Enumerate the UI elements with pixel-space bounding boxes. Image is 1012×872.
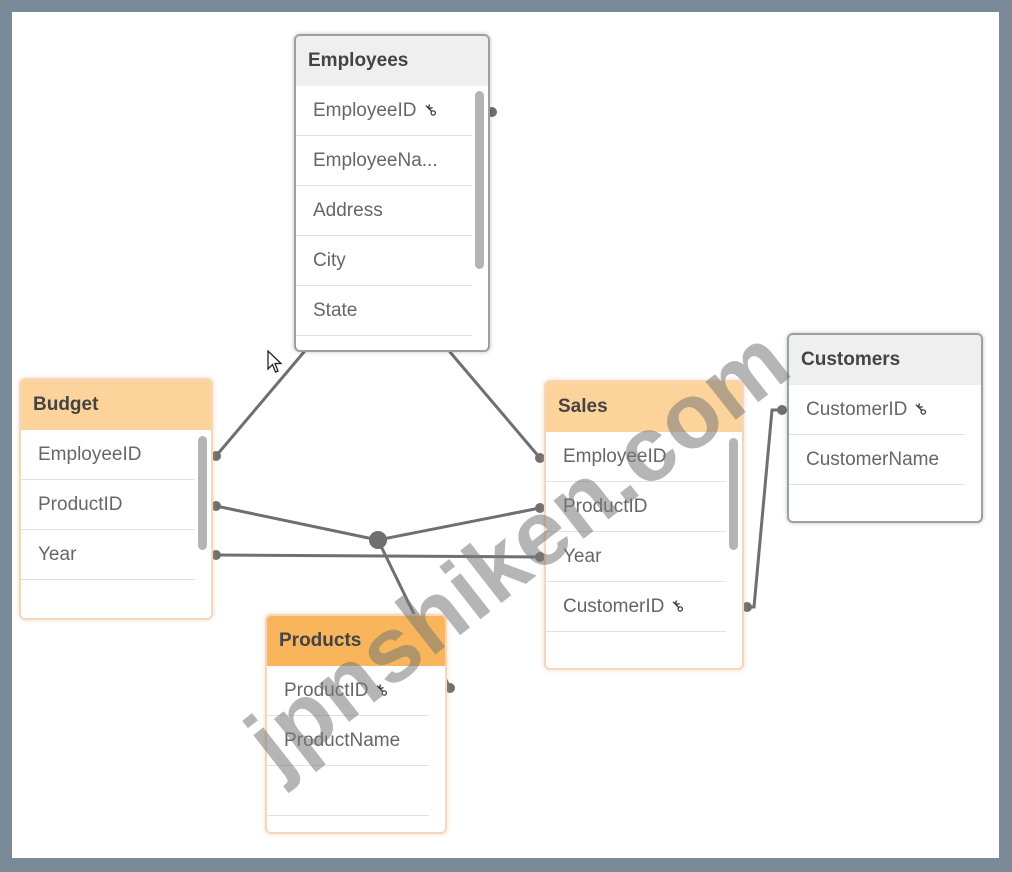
link-budget-sales-year: [214, 553, 542, 559]
table-employees[interactable]: Employees EmployeeID⚷ EmployeeNa... Addr…: [294, 34, 490, 352]
field-customername[interactable]: CustomerName: [789, 435, 965, 485]
field-state[interactable]: State: [296, 286, 472, 336]
field-city[interactable]: City: [296, 236, 472, 286]
field-customerid[interactable]: CustomerID⚷: [789, 385, 965, 435]
table-budget[interactable]: Budget EmployeeID ProductID Year: [19, 378, 213, 620]
table-products[interactable]: Products ProductID⚷ ProductName . .: [265, 614, 447, 834]
link-employees-budget: [214, 350, 306, 458]
field-employeeid[interactable]: EmployeeID: [546, 432, 726, 482]
field-address[interactable]: Address: [296, 186, 472, 236]
scrollbar[interactable]: [729, 438, 738, 550]
field-employeename[interactable]: EmployeeNa...: [296, 136, 472, 186]
field-employeeid[interactable]: EmployeeID⚷: [296, 86, 472, 136]
link-sales-customers: [745, 408, 784, 609]
field-productid[interactable]: ProductID: [546, 482, 726, 532]
field-employeeid[interactable]: EmployeeID: [21, 430, 195, 480]
data-model-canvas[interactable]: Employees EmployeeID⚷ EmployeeNa... Addr…: [12, 12, 999, 858]
table-sales[interactable]: Sales EmployeeID ProductID Year Customer…: [544, 380, 744, 670]
table-title: Budget: [21, 380, 211, 430]
field-productname[interactable]: ProductName: [267, 716, 429, 766]
scrollbar[interactable]: [198, 436, 207, 550]
scrollbar[interactable]: [475, 91, 484, 269]
link-employees-sales: [448, 350, 542, 460]
table-title: Employees: [296, 36, 488, 86]
field-productid[interactable]: ProductID⚷: [267, 666, 429, 716]
field-productid[interactable]: ProductID: [21, 480, 195, 530]
synthetic-key-node: [369, 531, 387, 549]
empty-row: .: [267, 816, 429, 832]
field-customerid[interactable]: CustomerID⚷: [546, 582, 726, 632]
table-title: Customers: [789, 335, 981, 385]
link-sales-synthetic: [376, 506, 542, 542]
field-year[interactable]: Year: [546, 532, 726, 582]
empty-row: .: [267, 766, 429, 816]
table-title: Products: [267, 616, 445, 666]
field-year[interactable]: Year: [21, 530, 195, 580]
mouse-cursor-icon: [267, 350, 283, 373]
table-customers[interactable]: Customers CustomerID⚷ CustomerName: [787, 333, 983, 523]
link-budget-synthetic: [214, 504, 380, 542]
table-title: Sales: [546, 382, 742, 432]
